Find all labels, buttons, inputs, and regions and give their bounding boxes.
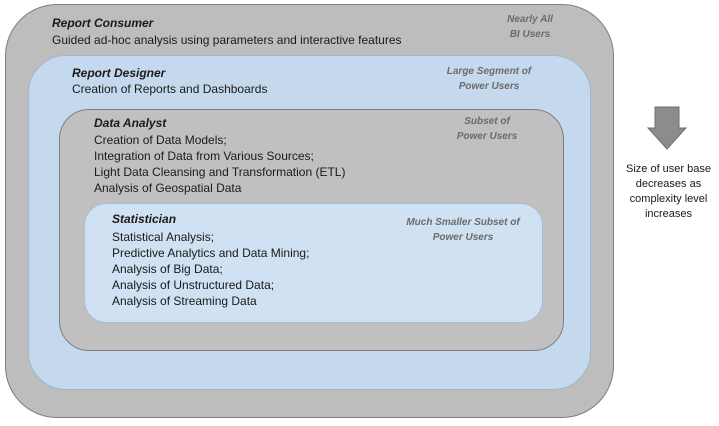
note-line: decreases as xyxy=(635,178,702,190)
audience-line: Much Smaller Subset of xyxy=(406,217,520,228)
description-line: Light Data Cleansing and Transformation … xyxy=(94,165,346,179)
description-line: Statistical Analysis; xyxy=(112,230,215,244)
data-analyst-title: Data Analyst xyxy=(94,116,167,130)
description-line: Analysis of Geospatial Data xyxy=(94,181,242,195)
note-line: Size of user base xyxy=(626,163,711,175)
note-line: complexity level xyxy=(629,193,708,205)
description-line: Analysis of Big Data; xyxy=(112,262,223,276)
data-analyst-audience: Subset of Power Users xyxy=(432,114,542,144)
report-designer-audience: Large Segment of Power Users xyxy=(424,64,554,94)
complexity-note: Size of user base decreases as complexit… xyxy=(620,162,717,222)
description-line: Guided ad-hoc analysis using parameters … xyxy=(52,33,402,47)
report-consumer-title: Report Consumer xyxy=(52,16,154,30)
report-designer-title: Report Designer xyxy=(72,66,166,80)
audience-line: Subset of xyxy=(464,116,510,127)
audience-line: Large Segment of xyxy=(446,66,532,77)
description-line: Creation of Reports and Dashboards xyxy=(72,82,268,96)
report-consumer-description: Guided ad-hoc analysis using parameters … xyxy=(52,32,402,48)
note-line: increases xyxy=(644,208,693,220)
audience-line: Nearly All xyxy=(507,14,553,25)
report-designer-description: Creation of Reports and Dashboards xyxy=(72,81,267,97)
audience-line: BI Users xyxy=(509,29,551,40)
audience-line: Power Users xyxy=(432,232,494,243)
description-line: Creation of Data Models; xyxy=(94,133,227,147)
description-line: Analysis of Streaming Data xyxy=(112,294,257,308)
description-line: Predictive Analytics and Data Mining; xyxy=(112,246,310,260)
down-arrow-icon xyxy=(647,106,687,150)
description-line: Analysis of Unstructured Data; xyxy=(112,278,275,292)
statistician-layer xyxy=(84,203,543,323)
statistician-title: Statistician xyxy=(112,212,177,226)
description-line: Integration of Data from Various Sources… xyxy=(94,149,314,163)
data-analyst-description: Creation of Data Models; Integration of … xyxy=(94,132,345,196)
report-consumer-audience: Nearly All BI Users xyxy=(474,12,586,42)
audience-line: Power Users xyxy=(456,131,518,142)
statistician-description: Statistical Analysis; Predictive Analyti… xyxy=(112,229,309,309)
statistician-audience: Much Smaller Subset of Power Users xyxy=(390,215,536,245)
audience-line: Power Users xyxy=(458,81,520,92)
